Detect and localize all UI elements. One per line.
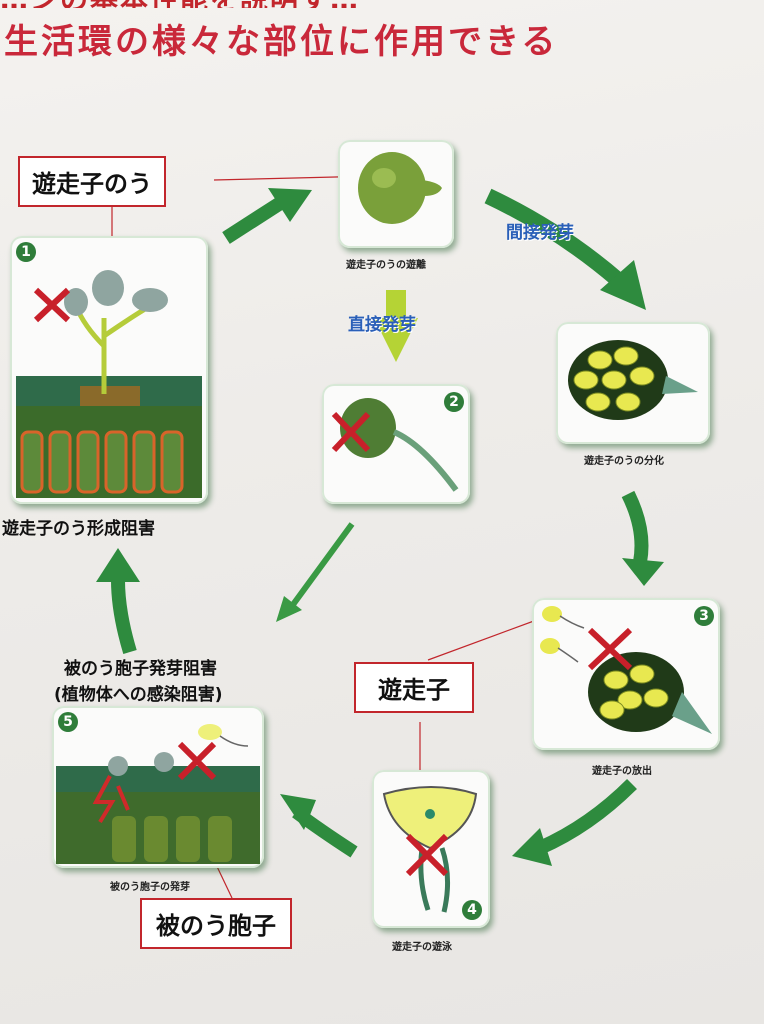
stage-card-2: 2 bbox=[322, 384, 470, 504]
caption-sporangium-formation-inhibition: 遊走子のう形成阻害 bbox=[2, 519, 155, 539]
stage-number-1: 1 bbox=[16, 242, 36, 262]
caption-zoospore-release: 遊走子の放出 bbox=[592, 766, 652, 777]
header-top-line: …ンの基本性能を説明す… bbox=[0, 0, 764, 8]
sporangium-illustration bbox=[358, 152, 442, 224]
page-title: 生活環の様々な部位に作用できる bbox=[4, 22, 559, 62]
label-zoospore: 遊走子 bbox=[354, 662, 474, 713]
stage-number-3: 3 bbox=[694, 606, 714, 626]
stage-number-4: 4 bbox=[462, 900, 482, 920]
stage-card-sporangium-release bbox=[338, 140, 454, 248]
label-oospore: 被のう胞子 bbox=[140, 898, 292, 949]
arrow-to-release bbox=[222, 188, 312, 244]
swimming-zoospore-illustration bbox=[382, 786, 478, 913]
inhibition-text-line1: 被のう胞子発芽阻害 bbox=[64, 659, 217, 679]
differentiation-illustration bbox=[568, 340, 698, 420]
arrow-indirect-germination bbox=[484, 188, 646, 310]
stage-card-1: 1 bbox=[10, 236, 208, 504]
direct-germination-illustration bbox=[331, 398, 459, 492]
arrow-to-sporangium-formation bbox=[96, 548, 140, 655]
stage-number-5: 5 bbox=[58, 712, 78, 732]
stage-card-differentiation bbox=[556, 322, 710, 444]
stage-number-2: 2 bbox=[444, 392, 464, 412]
caption-zoospore-swimming: 遊走子の遊泳 bbox=[392, 942, 452, 953]
label-indirect-germination: 間接発芽 bbox=[506, 223, 574, 243]
stage-card-5: 5 bbox=[52, 706, 264, 868]
arrow-to-release-zoospores bbox=[621, 490, 664, 586]
zoospore-release-illustration bbox=[540, 606, 712, 734]
label-direct-germination: 直接発芽 bbox=[348, 315, 416, 335]
sporangium-formation-illustration bbox=[16, 270, 202, 498]
inhibition-text-line2: (植物体への感染阻害) bbox=[54, 685, 223, 705]
arrow-to-oospore-germination bbox=[280, 794, 358, 858]
caption-sporangium-release: 遊走子のうの遊離 bbox=[346, 260, 426, 271]
stage-card-4: 4 bbox=[372, 770, 490, 928]
arrow-direct-to-infection bbox=[276, 522, 355, 622]
caption-differentiation: 遊走子のうの分化 bbox=[584, 456, 664, 467]
label-zoosporangium: 遊走子のう bbox=[18, 156, 166, 207]
stage-card-3: 3 bbox=[532, 598, 720, 750]
arrow-direct-germination bbox=[374, 290, 418, 362]
arrow-to-swimming bbox=[512, 779, 637, 866]
caption-oospore-germination: 被のう胞子の発芽 bbox=[110, 882, 190, 893]
pointer-line-zoospore bbox=[427, 617, 543, 661]
oospore-germination-illustration bbox=[56, 724, 260, 864]
